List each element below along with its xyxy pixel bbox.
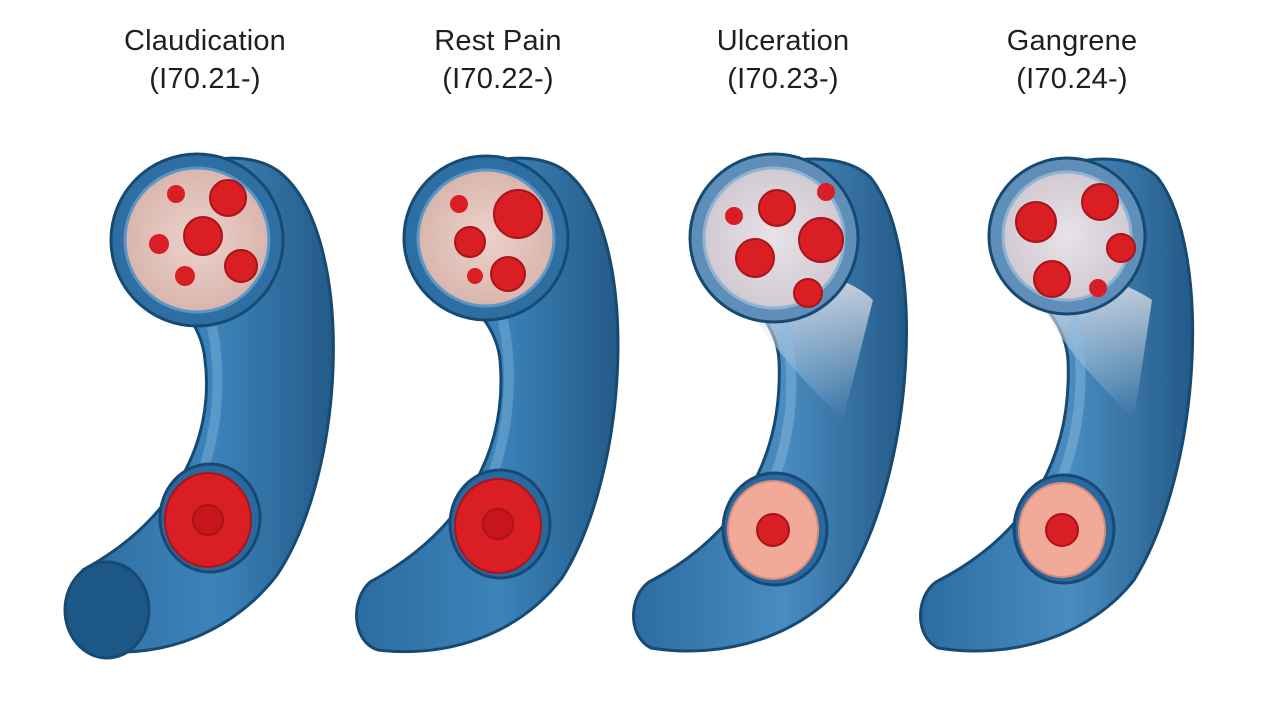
red-blood-cell — [493, 189, 543, 239]
stage-panel-rest-pain: Rest Pain (I70.22-) — [348, 0, 648, 720]
stage-name: Gangrene — [1006, 25, 1138, 57]
cross-section-lumen — [702, 166, 846, 310]
red-blood-cell — [454, 226, 486, 258]
red-blood-cell — [209, 179, 247, 217]
plaque-core — [482, 508, 514, 540]
stage-panel-claudication: Claudication (I70.21-) — [55, 0, 355, 720]
stage-panel-gangrene: Gangrene (I70.24-) — [919, 0, 1222, 720]
red-blood-cell — [758, 189, 796, 227]
red-blood-cell — [450, 195, 468, 213]
stage-label: Rest Pain (I70.22-) — [348, 22, 648, 98]
red-blood-cell — [793, 278, 823, 308]
red-blood-cell — [817, 183, 835, 201]
artery-illustration — [63, 152, 335, 660]
stage-code: (I70.21-) — [149, 63, 261, 95]
stage-code: (I70.23-) — [727, 63, 839, 95]
plaque-core — [756, 513, 790, 547]
stage-name: Rest Pain — [434, 25, 562, 57]
plaque-core — [1045, 513, 1079, 547]
red-blood-cell — [167, 185, 185, 203]
artery-illustration — [919, 156, 1195, 653]
red-blood-cell — [735, 238, 775, 278]
artery-open-end — [63, 560, 151, 660]
stage-panel-ulceration: Ulceration (I70.23-) — [632, 0, 933, 720]
red-blood-cell — [467, 268, 483, 284]
red-blood-cell — [1015, 201, 1057, 243]
cross-section-lumen — [416, 168, 556, 308]
red-blood-cell — [175, 266, 195, 286]
plaque-core — [192, 504, 224, 536]
red-blood-cell — [1089, 279, 1107, 297]
red-blood-cell — [183, 216, 223, 256]
artery-illustration — [632, 152, 908, 653]
artery-illustration — [355, 154, 620, 654]
red-blood-cell — [149, 234, 169, 254]
red-blood-cell — [725, 207, 743, 225]
red-blood-cell — [1106, 233, 1136, 263]
stage-code: (I70.24-) — [1016, 63, 1128, 95]
red-blood-cell — [798, 217, 844, 263]
red-blood-cell — [1081, 183, 1119, 221]
red-blood-cell — [224, 249, 258, 283]
stage-name: Claudication — [124, 25, 286, 57]
stage-label: Ulceration (I70.23-) — [633, 22, 933, 98]
stage-label: Gangrene (I70.24-) — [922, 22, 1222, 98]
stage-label: Claudication (I70.21-) — [55, 22, 355, 98]
red-blood-cell — [1033, 260, 1071, 298]
red-blood-cell — [490, 256, 526, 292]
stage-name: Ulceration — [716, 25, 850, 57]
stage-code: (I70.22-) — [442, 63, 554, 95]
